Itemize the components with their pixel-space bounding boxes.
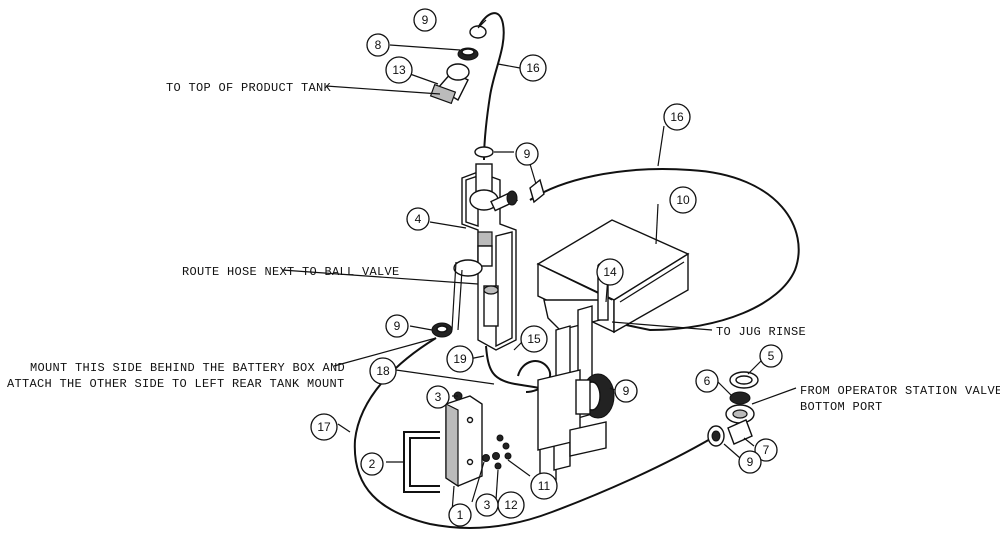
hardware-11 bbox=[496, 434, 512, 460]
svg-text:9: 9 bbox=[623, 384, 630, 398]
note-ball-valve: ROUTE HOSE NEXT TO BALL VALVE bbox=[182, 265, 400, 279]
nut-3-bottom bbox=[482, 454, 490, 462]
callout-16-top: 16 bbox=[519, 54, 547, 82]
svg-text:1: 1 bbox=[457, 508, 464, 522]
callout-9-bottom: 9 bbox=[738, 450, 762, 474]
fitting-7 bbox=[725, 404, 755, 445]
svg-text:9: 9 bbox=[422, 13, 429, 27]
hose-16-loop bbox=[529, 168, 800, 332]
callout-11: 11 bbox=[530, 472, 558, 500]
callout-8: 8 bbox=[366, 33, 390, 57]
fitting-13-elbow bbox=[429, 63, 470, 105]
callout-19: 19 bbox=[446, 345, 474, 373]
callout-7: 7 bbox=[754, 438, 778, 462]
note-mount-line2: ATTACH THE OTHER SIDE TO LEFT REAR TANK … bbox=[7, 377, 345, 391]
leader-lines bbox=[281, 19, 797, 513]
washer-6 bbox=[729, 391, 751, 405]
callout-9-mid: 9 bbox=[515, 142, 539, 166]
svg-text:11: 11 bbox=[538, 479, 551, 493]
fitting-8 bbox=[457, 47, 479, 61]
oring-9-top bbox=[469, 25, 487, 39]
clamp-5 bbox=[729, 371, 759, 389]
svg-text:6: 6 bbox=[704, 374, 711, 388]
pump-9-right bbox=[575, 373, 615, 419]
svg-text:10: 10 bbox=[676, 193, 690, 207]
callout-3-bottom: 3 bbox=[475, 493, 499, 517]
callout-6: 6 bbox=[695, 369, 719, 393]
mounting-plate-1 bbox=[445, 395, 483, 488]
callout-2: 2 bbox=[360, 452, 384, 476]
grommet-9-left bbox=[431, 322, 453, 338]
svg-text:15: 15 bbox=[527, 332, 541, 346]
note-operator-line2: BOTTOM PORT bbox=[800, 400, 883, 414]
svg-text:9: 9 bbox=[394, 319, 401, 333]
note-operator-line1: FROM OPERATOR STATION VALVE bbox=[800, 384, 1000, 398]
callout-15: 15 bbox=[520, 325, 548, 353]
svg-text:4: 4 bbox=[415, 212, 422, 226]
svg-text:3: 3 bbox=[435, 390, 442, 404]
svg-text:13: 13 bbox=[392, 63, 406, 77]
hose-16-upper bbox=[477, 12, 505, 161]
svg-text:14: 14 bbox=[603, 265, 617, 279]
callout-3-top: 3 bbox=[426, 385, 450, 409]
note-mount-line1: MOUNT THIS SIDE BEHIND THE BATTERY BOX A… bbox=[30, 361, 345, 375]
callout-18: 18 bbox=[369, 357, 397, 385]
svg-text:12: 12 bbox=[504, 498, 518, 512]
svg-text:2: 2 bbox=[369, 457, 376, 471]
svg-text:16: 16 bbox=[670, 110, 684, 124]
hardware-12 bbox=[492, 452, 502, 470]
oring-9-mid bbox=[474, 146, 494, 158]
svg-text:5: 5 bbox=[768, 349, 775, 363]
callout-9-top: 9 bbox=[413, 8, 437, 32]
hose-17-loop bbox=[353, 337, 713, 529]
callout-1: 1 bbox=[448, 503, 472, 527]
svg-text:8: 8 bbox=[375, 38, 382, 52]
svg-text:3: 3 bbox=[484, 498, 491, 512]
svg-text:16: 16 bbox=[526, 61, 540, 75]
callout-17: 17 bbox=[310, 413, 338, 441]
note-product-tank: TO TOP OF PRODUCT TANK bbox=[166, 81, 332, 95]
clip-9-mid bbox=[529, 178, 545, 204]
svg-text:18: 18 bbox=[376, 364, 390, 378]
svg-text:9: 9 bbox=[747, 455, 754, 469]
callout-14: 14 bbox=[596, 258, 624, 286]
svg-text:7: 7 bbox=[763, 443, 770, 457]
svg-text:17: 17 bbox=[317, 420, 331, 434]
svg-text:9: 9 bbox=[524, 147, 531, 161]
ball-valve bbox=[451, 163, 518, 331]
callout-12: 12 bbox=[497, 491, 525, 519]
svg-text:19: 19 bbox=[453, 352, 467, 366]
callout-9-left: 9 bbox=[385, 314, 409, 338]
callout-16-right: 16 bbox=[663, 103, 691, 131]
oring-9-bottom bbox=[707, 425, 725, 447]
note-jug-rinse: TO JUG RINSE bbox=[716, 325, 806, 339]
callout-13: 13 bbox=[385, 56, 413, 84]
callout-5: 5 bbox=[759, 344, 783, 368]
callout-10: 10 bbox=[669, 186, 697, 214]
callout-4: 4 bbox=[406, 207, 430, 231]
callout-9-right: 9 bbox=[614, 379, 638, 403]
u-bolt-2 bbox=[403, 431, 440, 493]
